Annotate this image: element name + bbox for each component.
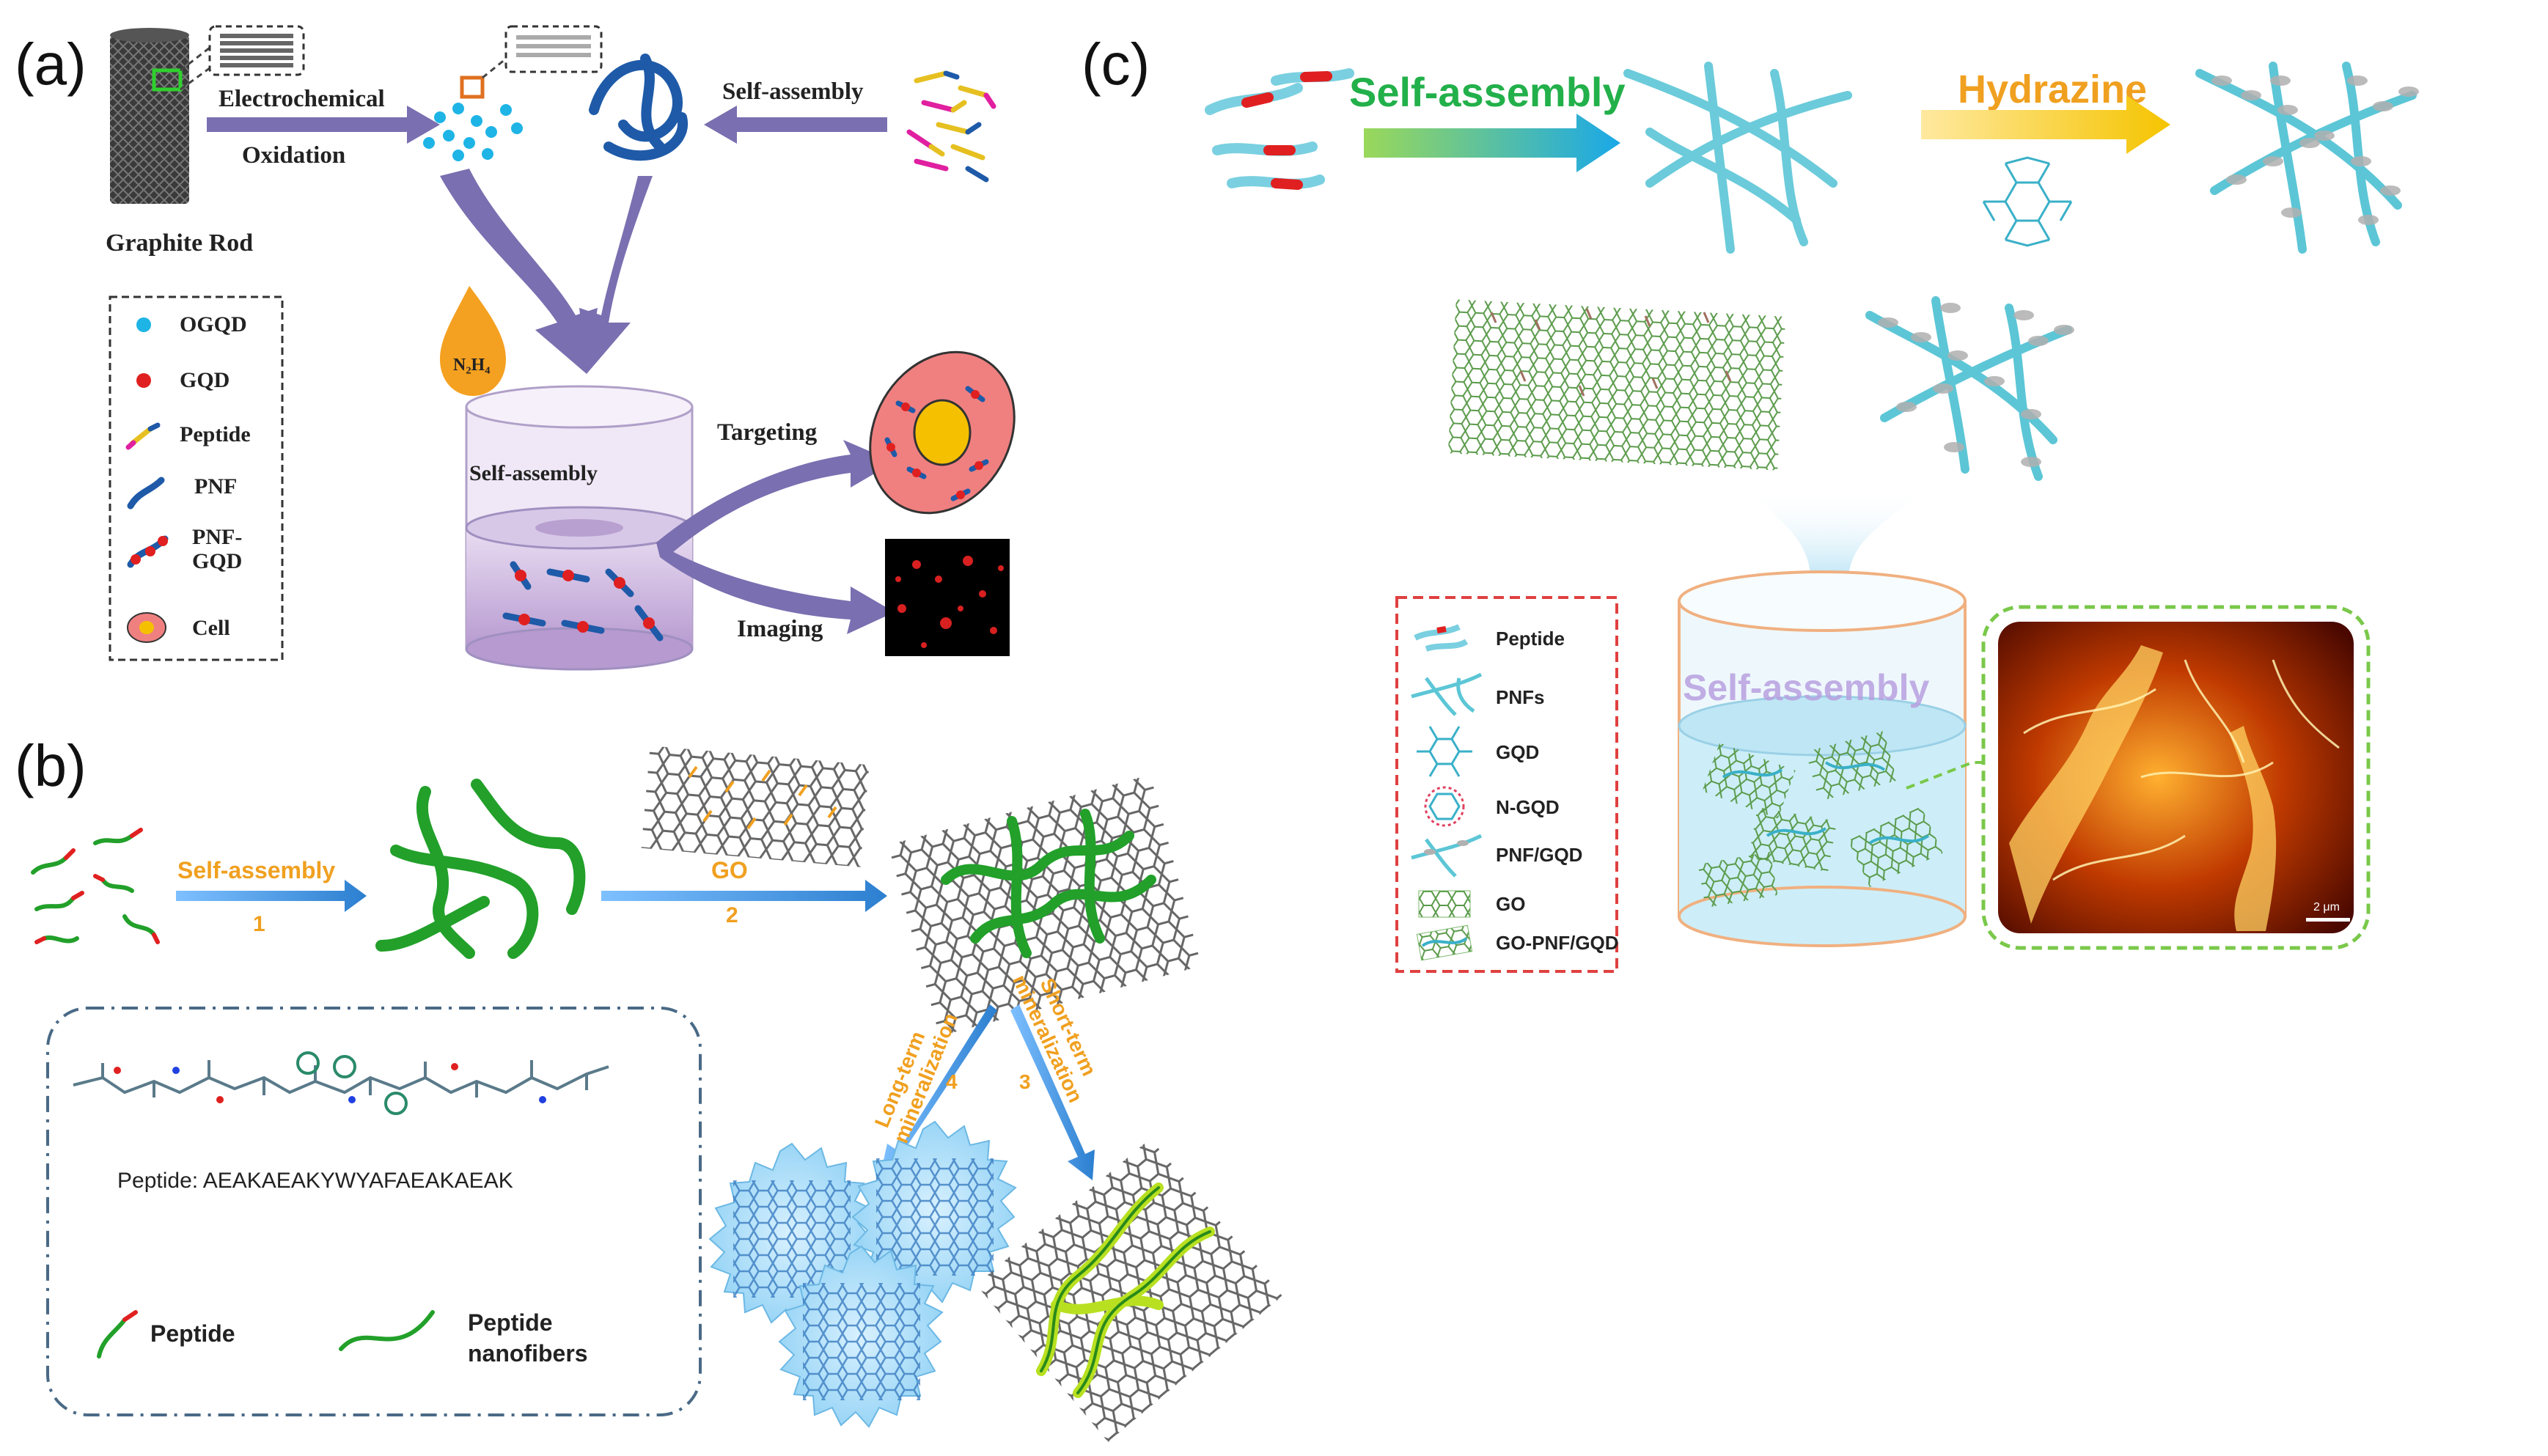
peptide-sequence: Peptide: AEAKAEAKYWYAFAEAKAEAK: [117, 1169, 513, 1193]
legend-pnf: PNF: [127, 474, 237, 510]
merge-arrow-left: [440, 169, 598, 374]
beaker-a: [465, 385, 694, 671]
peptide-scatter: [906, 70, 996, 183]
legend-cell: Cell: [127, 612, 230, 643]
pnf-gqd-network-top: [2195, 62, 2419, 254]
merge-arrow-right: [579, 176, 653, 374]
beaker-c-label: Self-assembly: [1683, 667, 1929, 708]
panel-b: (b) Self-assembly 1 GO: [15, 733, 1282, 1442]
legend-pnf-gqd-label-2: GQD: [192, 549, 242, 573]
funnel-arrow: [1745, 488, 1928, 638]
legend-ogqd: OGQD: [136, 312, 247, 337]
go-pnf-composite: [888, 774, 1202, 1037]
graphite-rod-label: Graphite Rod: [106, 229, 253, 257]
electrochemical-label: Electrochemical: [219, 86, 385, 112]
legend-c-gqd-label: GQD: [1496, 741, 1539, 763]
legend-c-go-pnf-gqd-label: GO-PNF/GQD: [1496, 932, 1619, 954]
cell-illustration: [869, 350, 1016, 515]
targeting-arrow: [656, 440, 895, 557]
legend-b-nanofibers-label-1: Peptide: [468, 1309, 553, 1336]
gqd-molecule: [1982, 156, 2073, 247]
panel-c: (c) Self-assembly Hydrazine: [1082, 32, 2419, 973]
targeting-label: Targeting: [717, 419, 818, 446]
hydrazine-arrow: [1921, 95, 2170, 154]
peptide-structure: [73, 1051, 609, 1115]
n2h4-drop: [440, 286, 506, 396]
peptide-structure-atoms: [114, 1063, 546, 1103]
legend-peptide-label: Peptide: [180, 422, 251, 446]
legend-c-go-label: GO: [1496, 893, 1525, 915]
peptide-nanofibers: [375, 779, 586, 959]
legend-ogqd-label: OGQD: [180, 312, 247, 337]
legend-c-pnf-gqd-label: PNF/GQD: [1496, 844, 1582, 866]
legend-pnf-gqd-label-1: PNF-: [192, 525, 242, 549]
imaging-label: Imaging: [737, 616, 823, 642]
legend-c-peptide: Peptide: [1414, 624, 1565, 652]
self-assembly-top-arrow: [704, 106, 887, 144]
panel-c-tag: (c): [1082, 32, 1150, 97]
go-sheet-groups-c: [1490, 308, 1732, 397]
self-assembly-top-label: Self-assembly: [722, 78, 864, 105]
arrow-step-2: [601, 880, 887, 912]
fluorescence-image: [885, 539, 1010, 656]
go-label: GO: [711, 857, 748, 883]
legend-peptide: Peptide: [125, 422, 251, 450]
afm-scale-bar-label: 2 μm: [2313, 901, 2340, 913]
imaging-arrow: [656, 543, 895, 634]
panel-a: (a) Graphite Rod Electrochemical Oxidati…: [15, 25, 1016, 671]
self-assembly-c-label: Self-assembly: [1349, 69, 1626, 115]
step-4-label: 4: [946, 1070, 958, 1093]
panel-a-legend: [109, 295, 284, 661]
panel-b-legend: [46, 1007, 702, 1416]
peptide-scatter-b: [31, 828, 160, 944]
legend-c-pnfs: PNFs: [1411, 672, 1544, 716]
hydrazine-label: Hydrazine: [1958, 67, 2147, 111]
arrow-step-4: [880, 1004, 997, 1177]
n2h4-label: N₂H₄: [453, 356, 490, 375]
self-assembly-c-arrow: [1364, 114, 1620, 172]
legend-b-peptide-label: Peptide: [150, 1320, 235, 1347]
panel-b-tag: (b): [15, 733, 87, 798]
arrow-step-3: [1010, 1004, 1095, 1180]
beaker-c: [1678, 570, 1967, 947]
self-assembly-b-label: Self-assembly: [177, 857, 335, 883]
pnf-gqd-network-middle: [1865, 296, 2074, 481]
peptide-bundle-c: [1205, 68, 1354, 190]
step-3-label: 3: [1019, 1070, 1031, 1093]
mineralized-go-short-term: [976, 1139, 1282, 1442]
legend-c-go-pnf-gqd: GO-PNF/GQD: [1416, 924, 1619, 961]
legend-c-gqd: [1417, 726, 1472, 777]
step-2-label: 2: [726, 903, 738, 927]
afm-image: 2 μm: [1981, 605, 2371, 950]
legend-pnf-label: PNF: [194, 474, 237, 499]
legend-pnf-gqd: PNF- GQD: [127, 525, 242, 573]
mineralized-go-long-term: [708, 1120, 1017, 1428]
legend-c-peptide-label: Peptide: [1496, 628, 1565, 650]
legend-b-nanofibers-label-2: nanofibers: [468, 1340, 588, 1367]
pnf-network: [1623, 62, 1852, 254]
pnf-tangle: [589, 54, 689, 161]
go-sheet-groups: [688, 765, 837, 830]
legend-c-pnf-gqd: PNF/GQD: [1411, 834, 1582, 878]
legend-gqd: GQD: [136, 368, 230, 392]
go-green-sheet: [1447, 299, 1786, 471]
oxidation-label: Oxidation: [242, 142, 345, 169]
ogqd-dots: [423, 103, 523, 161]
electrochemical-arrow: [207, 106, 440, 144]
legend-b-peptide: Peptide: [97, 1310, 235, 1358]
legend-b-nanofibers: Peptide nanofibers: [339, 1309, 588, 1367]
legend-c-go: GO: [1418, 890, 1525, 918]
legend-c-pnfs-label: PNFs: [1496, 686, 1544, 708]
legend-c-ngqd-label: N-GQD: [1496, 796, 1560, 818]
go-sheet-top: [641, 746, 870, 867]
step-1-label: 1: [253, 912, 265, 936]
legend-cell-label: Cell: [192, 616, 230, 640]
panel-a-tag: (a): [15, 32, 87, 97]
beaker-a-label: Self-assembly: [469, 461, 598, 485]
graphite-rod: [110, 25, 305, 204]
legend-c-ngqd: [1424, 786, 1465, 827]
arrow-step-1: [176, 880, 367, 912]
legend-gqd-label: GQD: [180, 368, 230, 392]
